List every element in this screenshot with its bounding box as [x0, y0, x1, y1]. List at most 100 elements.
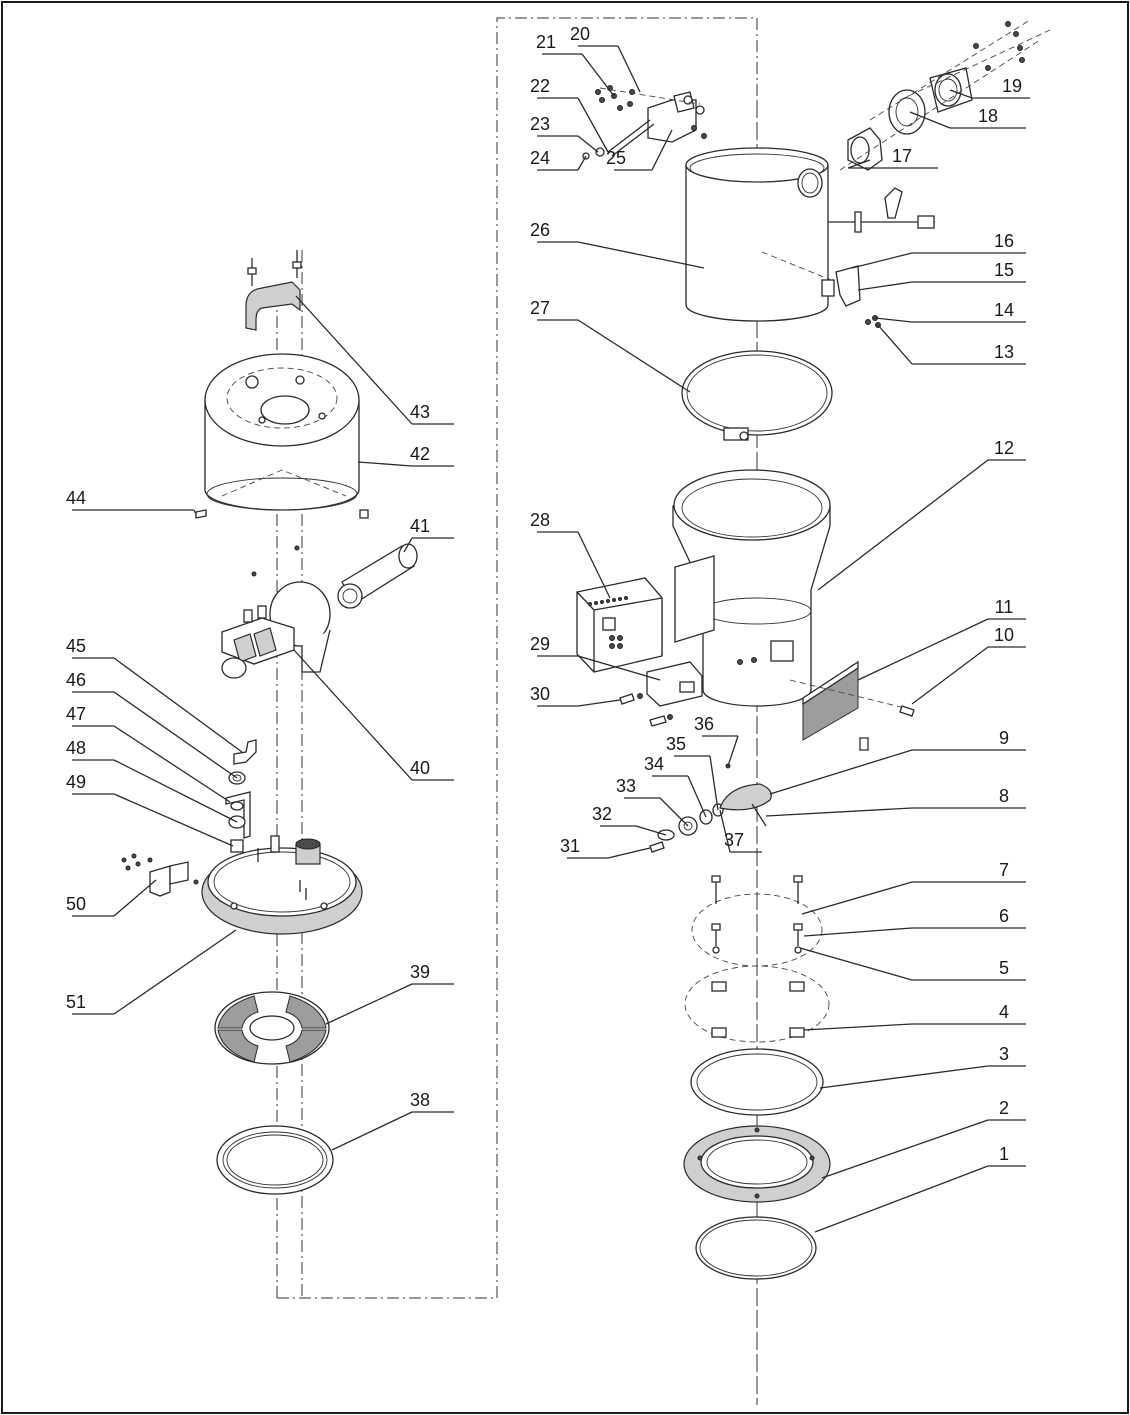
- callout-leader-1: [814, 1165, 989, 1233]
- callout-leader-23: [577, 135, 599, 153]
- part-4-blocks: [684, 965, 830, 1043]
- part-31-37-flap: [649, 763, 772, 853]
- callout-label-32: 32: [592, 804, 612, 824]
- callout-leader-6: [803, 927, 913, 937]
- callout-leader-46: [113, 691, 238, 779]
- callout-leader-44: [193, 509, 197, 515]
- part-40-vacuum-unit: [221, 581, 331, 679]
- callout-leader-32: [635, 825, 667, 836]
- callout-leader-18: [909, 111, 951, 129]
- callout-leader-47: [113, 725, 231, 803]
- callout-leader-35: [709, 755, 719, 811]
- callout-label-19: 19: [1002, 76, 1022, 96]
- callout-leader-15: [857, 281, 913, 291]
- callout-label-35: 35: [666, 734, 686, 754]
- callout-leader-8: [765, 807, 913, 817]
- callout-label-21: 21: [536, 32, 556, 52]
- part-10-screw: [899, 705, 915, 717]
- callout-leader-40: [293, 649, 413, 781]
- callout-leader-13: [877, 324, 913, 365]
- callout-label-6: 6: [999, 906, 1009, 926]
- callout-label-31: 31: [560, 836, 580, 856]
- callout-label-2: 2: [999, 1098, 1009, 1118]
- level-sensor: [828, 187, 935, 233]
- callout-leader-39: [325, 983, 413, 1025]
- callout-label-9: 9: [999, 728, 1009, 748]
- callout-leader-11: [857, 618, 989, 681]
- part-50-bracket: [121, 853, 199, 897]
- callout-label-16: 16: [994, 231, 1014, 251]
- part-10-bottom-screw: [859, 737, 869, 751]
- callout-leader-30: [577, 699, 621, 707]
- part-12-housing: [672, 469, 831, 707]
- callout-leader-36: [727, 735, 739, 767]
- part-28-control-box: [576, 577, 663, 673]
- callout-label-28: 28: [530, 510, 550, 530]
- callout-label-14: 14: [994, 300, 1014, 320]
- part-27-clamp-ring: [681, 350, 833, 441]
- callout-label-10: 10: [994, 625, 1014, 645]
- callout-label-22: 22: [530, 76, 550, 96]
- callout-label-20: 20: [570, 24, 590, 44]
- callout-label-50: 50: [66, 894, 86, 914]
- callout-label-46: 46: [66, 670, 86, 690]
- part-1-gasket: [695, 1216, 817, 1280]
- callout-label-43: 43: [410, 402, 430, 422]
- callout-label-13: 13: [994, 342, 1014, 362]
- callout-label-24: 24: [530, 148, 550, 168]
- callout-label-34: 34: [644, 754, 664, 774]
- callout-label-40: 40: [410, 758, 430, 778]
- callout-leader-2: [821, 1119, 989, 1179]
- callout-label-48: 48: [66, 738, 86, 758]
- callout-label-8: 8: [999, 786, 1009, 806]
- part-39-filter-plate: [214, 991, 330, 1065]
- part-5-7-bolts: [691, 875, 823, 967]
- part-42-cover: [204, 353, 360, 511]
- callout-label-23: 23: [530, 114, 550, 134]
- callout-label-5: 5: [999, 958, 1009, 978]
- callout-label-27: 27: [530, 298, 550, 318]
- callout-leader-29: [577, 655, 661, 681]
- part-29-mount-bracket: [646, 661, 703, 707]
- callout-label-4: 4: [999, 1002, 1009, 1022]
- callout-leader-49: [113, 793, 234, 847]
- callout-label-18: 18: [978, 106, 998, 126]
- callout-label-3: 3: [999, 1044, 1009, 1064]
- callout-label-39: 39: [410, 962, 430, 982]
- callout-label-41: 41: [410, 516, 430, 536]
- callout-leader-19: [949, 89, 973, 99]
- callout-leader-4: [803, 1023, 913, 1031]
- part-51-lid: [201, 835, 363, 935]
- callout-leader-28: [577, 531, 611, 599]
- callout-leader-26: [577, 241, 705, 269]
- part-44-screws: [195, 509, 369, 577]
- callout-leader-43: [295, 295, 413, 425]
- callout-label-12: 12: [994, 438, 1014, 458]
- callout-leader-21: [581, 53, 615, 97]
- callout-label-37: 37: [724, 830, 744, 850]
- callout-label-33: 33: [616, 776, 636, 796]
- callout-leader-41: [403, 537, 413, 553]
- callout-label-17: 17: [892, 146, 912, 166]
- callout-leader-42: [357, 461, 413, 467]
- callout-leader-38: [331, 1111, 413, 1151]
- callout-label-45: 45: [66, 636, 86, 656]
- callout-label-25: 25: [606, 148, 626, 168]
- callout-leader-5: [799, 947, 913, 981]
- part-3-ring: [690, 1048, 824, 1116]
- callout-label-29: 29: [530, 634, 550, 654]
- part-30-screws: [619, 693, 673, 727]
- callout-leader-48: [113, 759, 238, 823]
- callout-leader-25: [651, 129, 673, 171]
- callout-label-47: 47: [66, 704, 86, 724]
- part-11-perforated-cover: [789, 660, 906, 741]
- callout-leader-45: [113, 657, 243, 753]
- callout-leader-16: [851, 252, 913, 269]
- callout-leader-33: [659, 797, 689, 827]
- callout-leader-12: [817, 459, 989, 591]
- part-41-tube: [337, 543, 418, 609]
- callout-leader-31: [607, 847, 651, 859]
- callout-leader-14: [874, 317, 913, 323]
